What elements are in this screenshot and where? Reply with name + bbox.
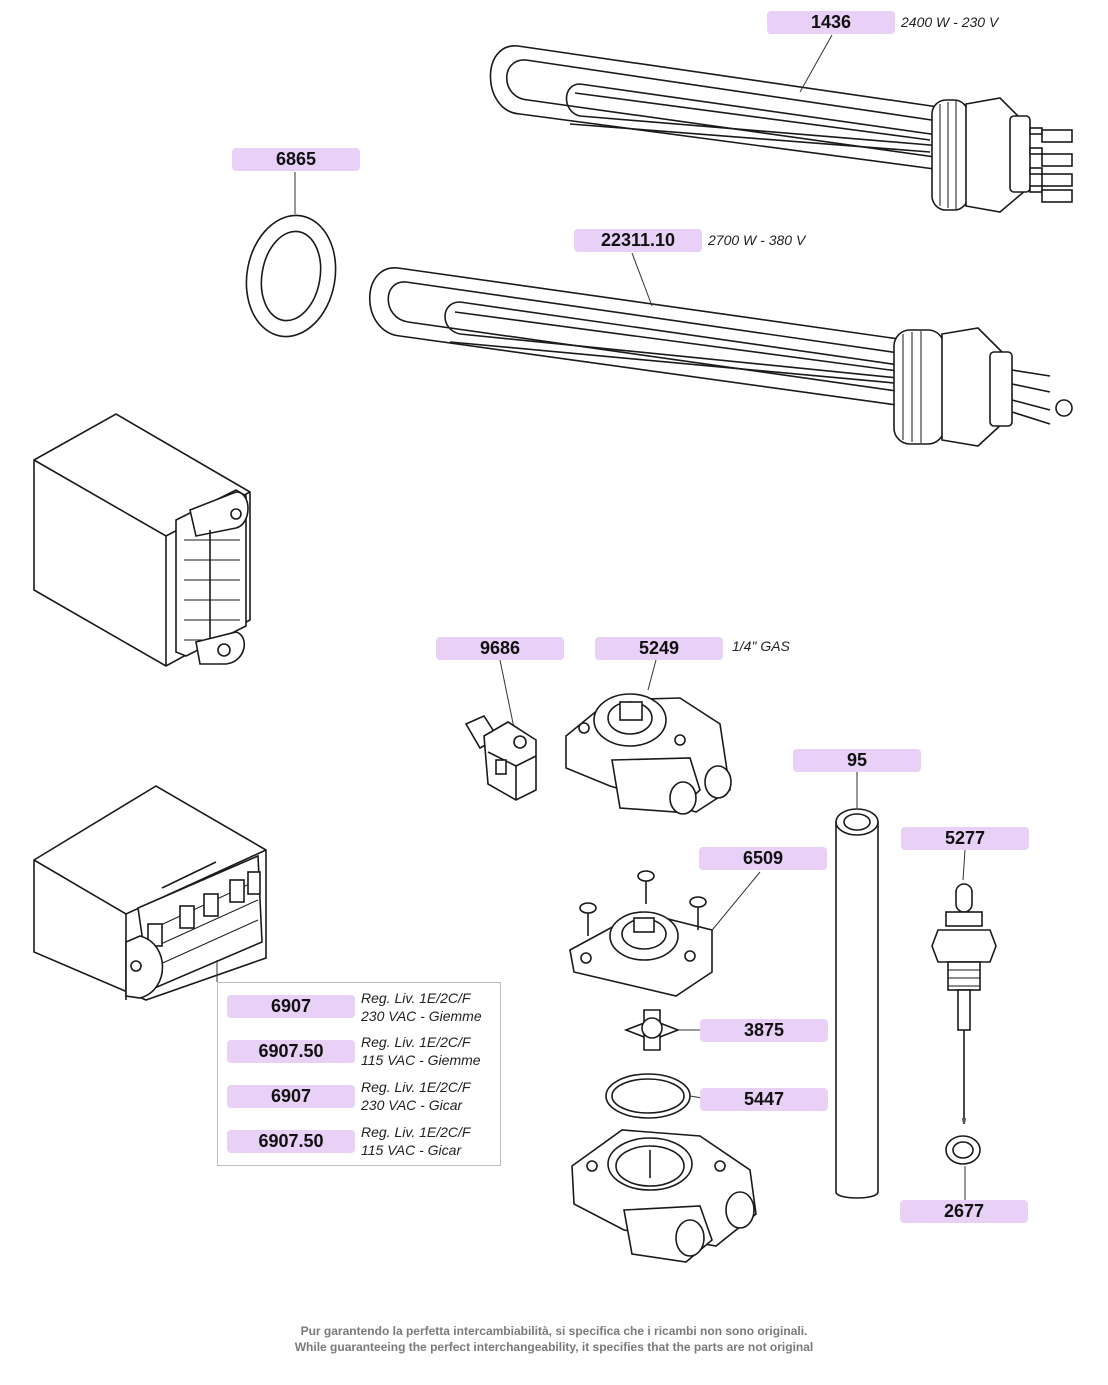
regulator-desc-3: Reg. Liv. 1E/2C/F 230 VAC - Gicar xyxy=(361,1078,470,1114)
flowmeter-body-drawing xyxy=(571,1129,757,1263)
part-tag-5249: 5249 xyxy=(595,637,723,660)
part-spec-22311: 2700 W - 380 V xyxy=(708,232,806,248)
part-tag-22311: 22311.10 xyxy=(574,229,702,252)
part-tag-5277: 5277 xyxy=(901,827,1029,850)
part-tag-6509: 6509 xyxy=(699,847,827,870)
regulator-desc-3-line2: 230 VAC - Gicar xyxy=(361,1097,463,1113)
part-tag-3875: 3875 xyxy=(700,1019,828,1042)
part-spec-1436: 2400 W - 230 V xyxy=(901,14,999,30)
tube-95-drawing xyxy=(835,772,879,1199)
disclaimer-english: While guaranteeing the perfect interchan… xyxy=(294,1340,814,1354)
regulator-code-1: 6907 xyxy=(227,995,355,1018)
regulator-desc-4-line1: Reg. Liv. 1E/2C/F xyxy=(361,1124,471,1140)
regulator-desc-4: Reg. Liv. 1E/2C/F 115 VAC - Gicar xyxy=(361,1123,470,1159)
regulator-desc-2-line2: 115 VAC - Giemme xyxy=(361,1052,481,1068)
heating-element-1436-drawing xyxy=(489,34,1073,213)
part-tag-95: 95 xyxy=(793,749,921,772)
part-tag-1436: 1436 xyxy=(767,11,895,34)
flow-meter-5249-drawing xyxy=(565,659,732,815)
regulator-code-4: 6907.50 xyxy=(227,1130,355,1153)
regulator-code-3: 6907 xyxy=(227,1085,355,1108)
gasket-6865-drawing xyxy=(245,172,337,338)
level-regulator-lower-drawing xyxy=(33,785,267,1001)
part-tag-6865: 6865 xyxy=(232,148,360,171)
level-regulator-upper-drawing xyxy=(33,413,251,667)
flowmeter-cover-6509-drawing xyxy=(569,870,761,997)
regulator-desc-1: Reg. Liv. 1E/2C/F 230 VAC - Giemme xyxy=(361,989,482,1025)
regulator-desc-1-line1: Reg. Liv. 1E/2C/F xyxy=(361,990,471,1006)
disclaimer-italian: Pur garantendo la perfetta intercambiabi… xyxy=(300,1324,808,1338)
regulator-code-2: 6907.50 xyxy=(227,1040,355,1063)
regulator-desc-4-line2: 115 VAC - Gicar xyxy=(361,1142,462,1158)
regulator-desc-2: Reg. Liv. 1E/2C/F 115 VAC - Giemme xyxy=(361,1033,481,1069)
heating-element-22311-drawing xyxy=(369,252,1073,447)
part-tag-2677: 2677 xyxy=(900,1200,1028,1223)
part-tag-5447: 5447 xyxy=(700,1088,828,1111)
coil-9686-drawing xyxy=(464,659,537,801)
regulator-desc-3-line1: Reg. Liv. 1E/2C/F xyxy=(361,1079,471,1095)
regulator-desc-2-line1: Reg. Liv. 1E/2C/F xyxy=(361,1034,471,1050)
level-regulator-legend xyxy=(217,982,501,1166)
oring-5447-drawing xyxy=(605,1073,703,1119)
impeller-3875-drawing xyxy=(623,1009,702,1051)
level-probe-5277-drawing xyxy=(931,849,997,1200)
part-spec-5249: 1/4" GAS xyxy=(732,638,790,654)
part-tag-9686: 9686 xyxy=(436,637,564,660)
regulator-desc-1-line2: 230 VAC - Giemme xyxy=(361,1008,482,1024)
